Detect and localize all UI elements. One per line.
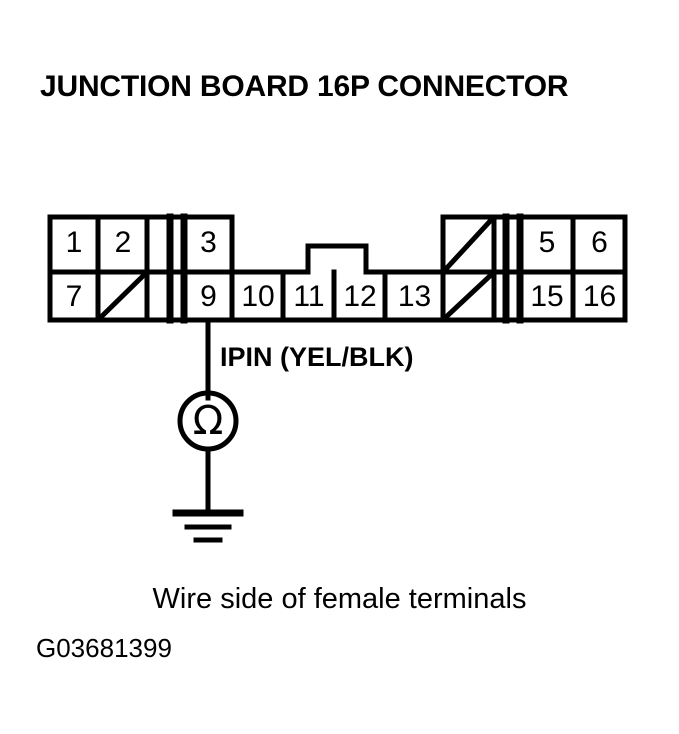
pin-6: 6 (591, 226, 608, 259)
ground-symbol (172, 509, 244, 543)
pin-7: 7 (65, 280, 83, 313)
pin-3: 3 (200, 226, 217, 259)
pin-11: 11 (293, 280, 325, 313)
page-title: JUNCTION BOARD 16P CONNECTOR (40, 70, 569, 103)
blank-slash-upper-right (441, 215, 496, 274)
blank-slash-lower-right (441, 270, 496, 322)
pin-15: 15 (530, 280, 564, 313)
ohm-symbol: Ω (192, 398, 224, 444)
view-caption: Wire side of female terminals (152, 583, 527, 615)
pin-1: 1 (65, 226, 83, 259)
pin-9: 9 (200, 280, 217, 313)
pin-12: 12 (343, 280, 377, 313)
pin-13: 13 (397, 280, 432, 313)
reference-code: G03681399 (36, 633, 172, 663)
blank-slash-lower-left (96, 270, 149, 322)
probe-pin-label: IPIN (YEL/BLK) (220, 342, 414, 372)
pin-2: 2 (114, 226, 132, 259)
pin-10: 10 (241, 280, 275, 313)
pin-5: 5 (538, 226, 556, 259)
pin-16: 16 (582, 280, 617, 313)
